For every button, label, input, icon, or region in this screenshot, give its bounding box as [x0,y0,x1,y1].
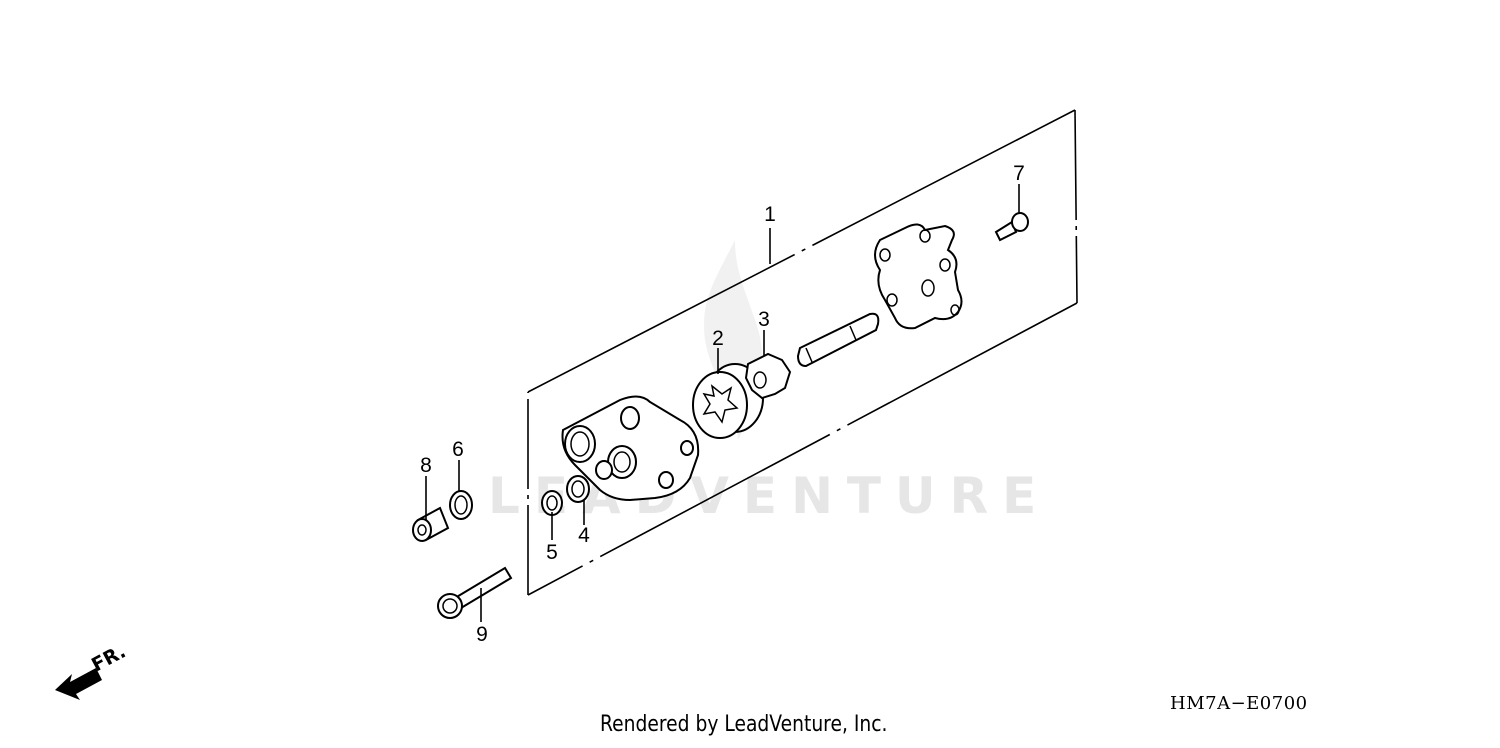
front-direction-indicator: FR. [55,640,129,700]
pump-body[interactable] [561,395,700,502]
seal-ring[interactable] [566,475,590,503]
diagram-code: HM7A−E0700 [1170,693,1308,714]
o-ring[interactable] [449,490,473,520]
callout-8[interactable]: 8 [420,454,432,477]
flange-bolt[interactable] [437,566,513,619]
assembly-boundary [527,109,1078,596]
arrow-down-left-icon [55,668,102,700]
callout-6[interactable]: 6 [452,438,464,461]
pump-cover[interactable] [874,223,963,330]
callout-1[interactable]: 1 [764,203,776,226]
callout-5[interactable]: 5 [546,541,558,564]
callout-4[interactable]: 4 [578,524,590,547]
cover-screw[interactable] [994,212,1029,242]
callout-2[interactable]: 2 [712,327,724,350]
callout-3[interactable]: 3 [758,308,770,331]
inner-rotor[interactable] [744,352,792,400]
dowel-pin[interactable] [412,506,450,542]
callout-9[interactable]: 9 [476,623,488,646]
callout-7[interactable]: 7 [1013,162,1025,185]
render-credit: Rendered by LeadVenture, Inc. [600,712,888,737]
pump-shaft[interactable] [796,312,880,368]
snap-clip[interactable] [541,490,563,516]
leader-lines [425,184,1020,622]
